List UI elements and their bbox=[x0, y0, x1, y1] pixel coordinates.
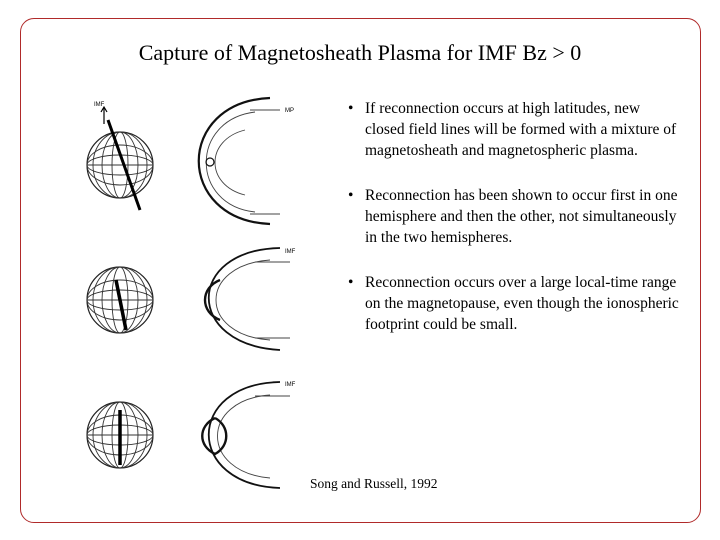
bullet-item: Reconnection occurs over a large local-t… bbox=[338, 272, 683, 335]
citation: Song and Russell, 1992 bbox=[310, 476, 438, 491]
panel-3-imf-label: IMF bbox=[285, 382, 296, 388]
bullet-item: If reconnection occurs at high latitudes… bbox=[338, 98, 683, 161]
panel-3: IMF bbox=[86, 381, 296, 489]
bullet-item: Reconnection has been shown to occur fir… bbox=[338, 185, 683, 248]
slide-title: Capture of Magnetosheath Plasma for IMF … bbox=[138, 40, 582, 65]
magnetosphere-diagram: IMF MP IMF bbox=[86, 96, 296, 489]
slide-border bbox=[20, 18, 701, 523]
bullet-list: If reconnection occurs at high latitudes… bbox=[338, 98, 683, 359]
panel-2-imf-label: IMF bbox=[285, 249, 296, 255]
panel-2: IMF bbox=[86, 247, 296, 351]
panel-1: IMF MP bbox=[86, 96, 294, 226]
panel-1-mp-label: MP bbox=[285, 108, 294, 114]
panel-1-imf-label: IMF bbox=[94, 102, 105, 108]
